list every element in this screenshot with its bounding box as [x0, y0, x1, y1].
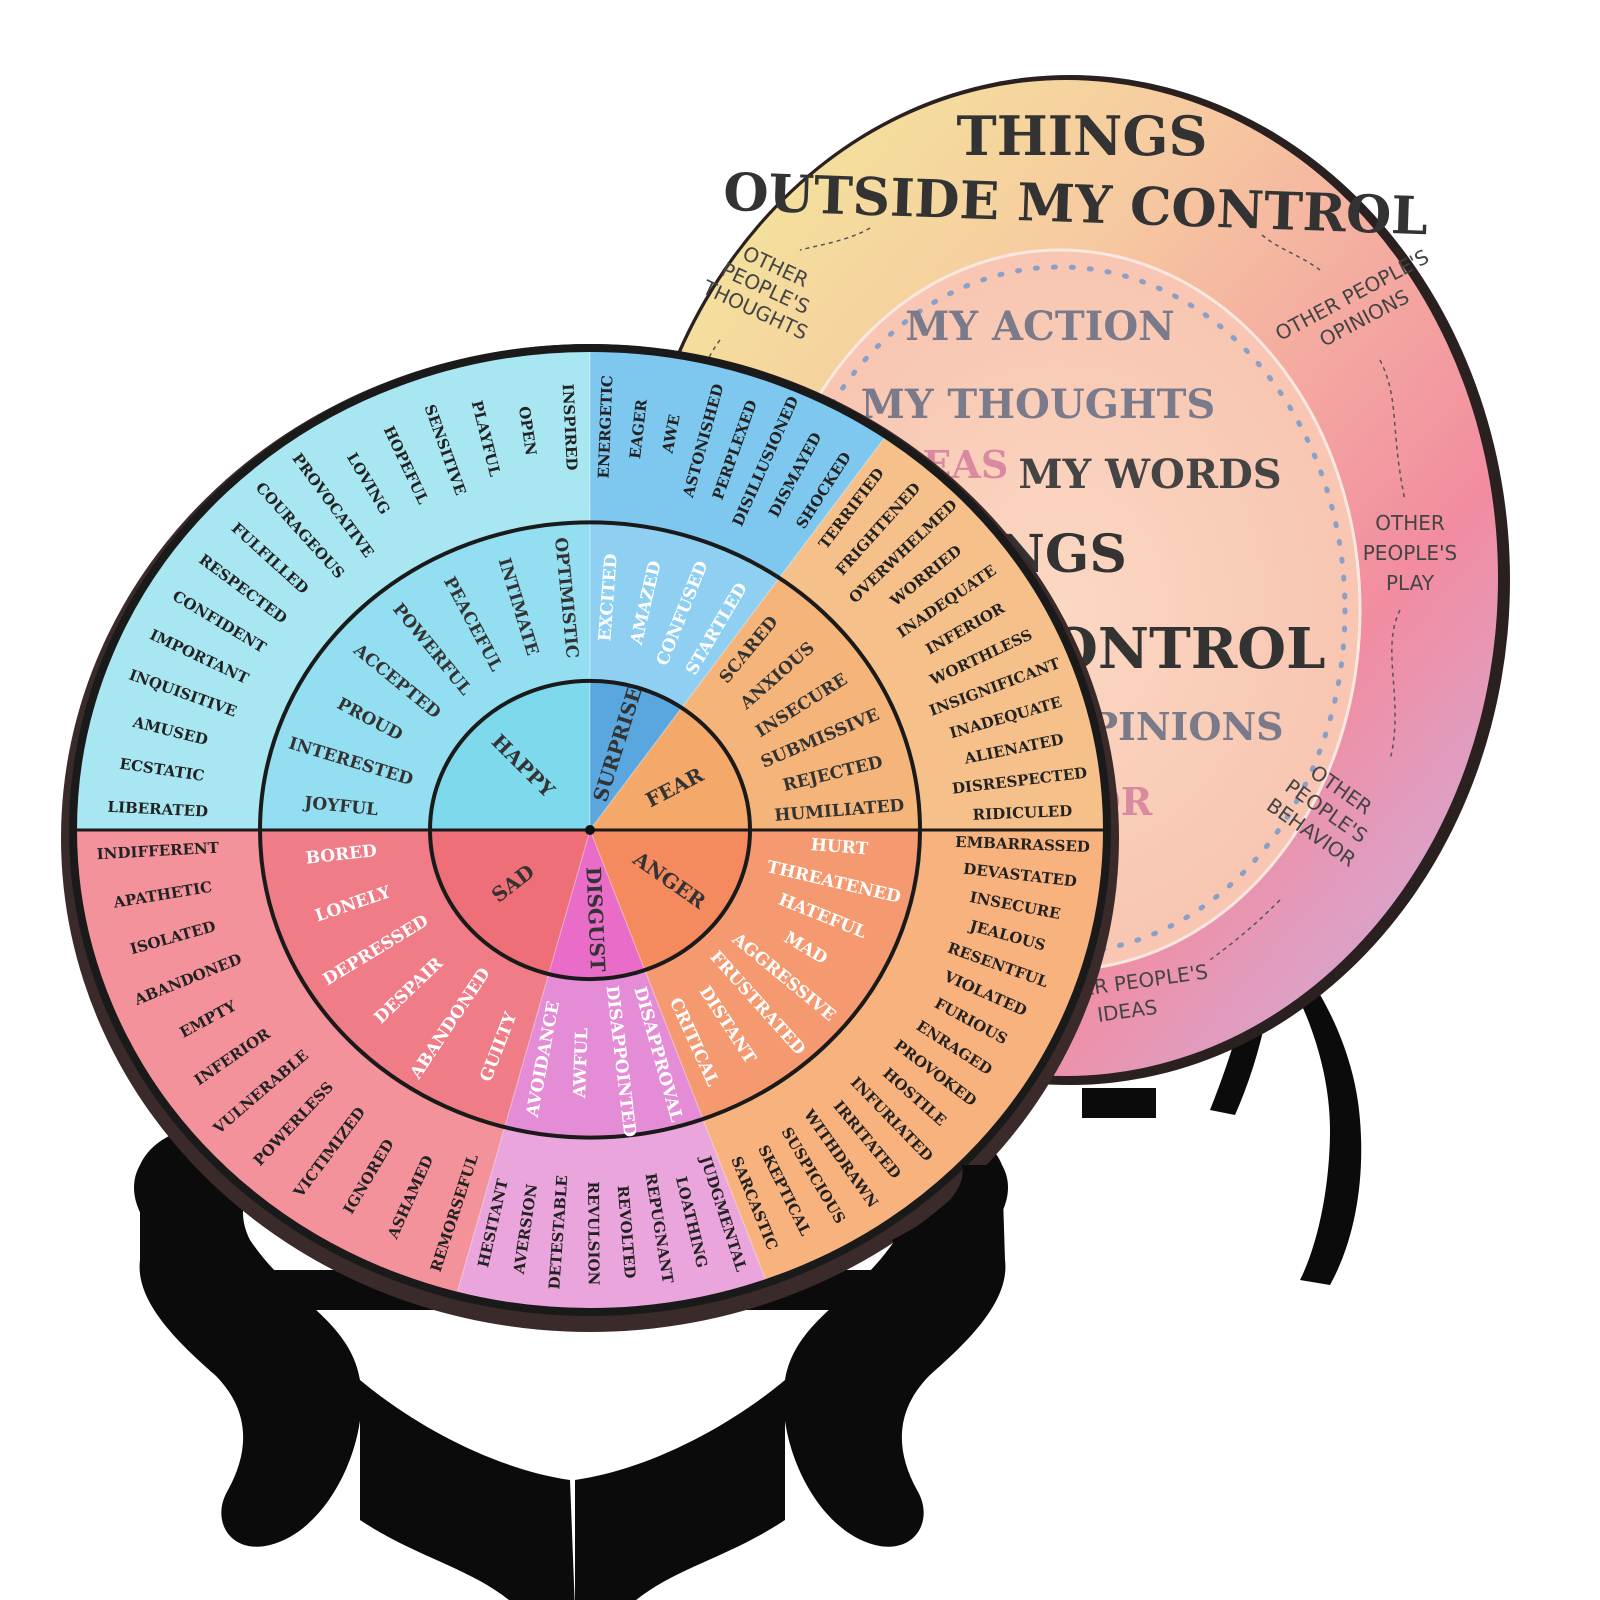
plate-title-line1: THINGS [957, 104, 1208, 168]
inner-text-my-words: MY WORDS [1018, 451, 1281, 498]
middle-label-anger-0: HURT [810, 835, 869, 859]
middle-label-disgust-2: AWFUL [570, 1028, 592, 1100]
outer-label-anger-0: EMBARRASSED [955, 833, 1090, 856]
outer-label-disgust-4: REVULSION [584, 1181, 603, 1285]
stand-hooks [134, 1165, 1008, 1285]
label-play-2: PEOPLE'S [1363, 541, 1457, 565]
center-pin [585, 825, 595, 835]
label-play-3: PLAY [1386, 571, 1435, 595]
inner-text-my-thoughts: MY THOUGHTS [861, 381, 1216, 428]
outer-label-happy-0: LIBERATED [107, 798, 208, 821]
outer-label-surprise-0: ENERGETIC [595, 375, 617, 479]
outer-label-happy-15: INSPIRED [559, 383, 581, 471]
core-label-disgust: DISGUST [581, 866, 610, 972]
inner-text-my-action: MY ACTION [905, 303, 1175, 350]
outer-label-fear-11: RIDICULED [972, 802, 1072, 824]
label-play-1: OTHER [1375, 511, 1445, 535]
